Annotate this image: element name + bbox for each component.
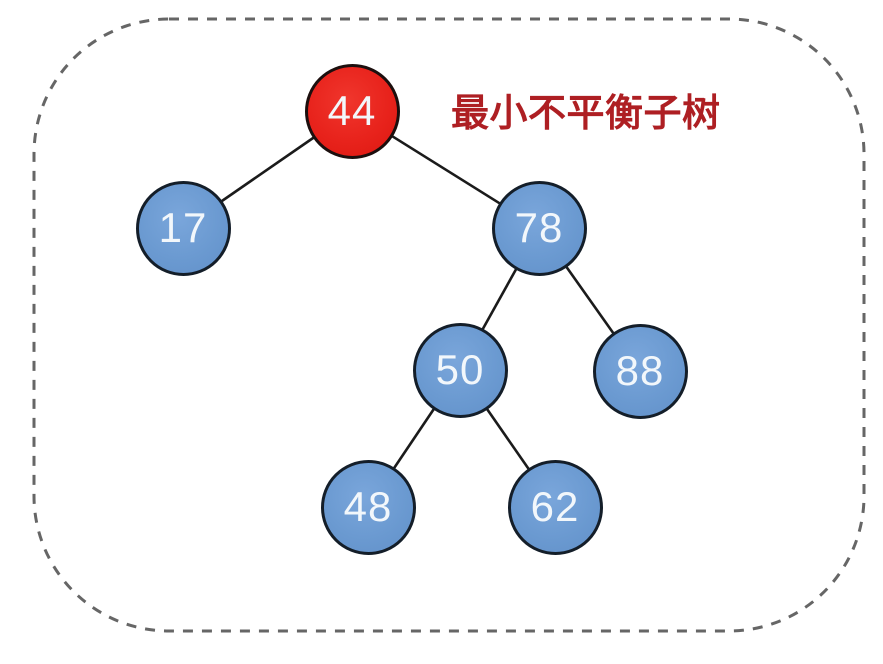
tree-node-44: 44 [304,63,400,159]
tree-node-88: 88 [592,323,688,419]
tree-node-50: 50 [412,322,508,418]
tree-node-78: 78 [491,180,587,276]
annotation-min-unbalanced-subtree: 最小不平衡子树 [451,93,721,135]
tree-edge-44-78 [390,134,501,205]
tree-node-62: 62 [507,459,603,555]
tree-edge-78-88 [564,265,615,334]
tree-edge-50-62 [485,407,530,470]
tree-node-48: 48 [320,459,416,555]
tree-edge-50-48 [392,407,436,470]
tree-edge-78-50 [481,267,518,331]
tree-edge-44-17 [220,136,315,203]
dashed-boundary [32,17,866,633]
tree-node-17: 17 [135,180,231,276]
